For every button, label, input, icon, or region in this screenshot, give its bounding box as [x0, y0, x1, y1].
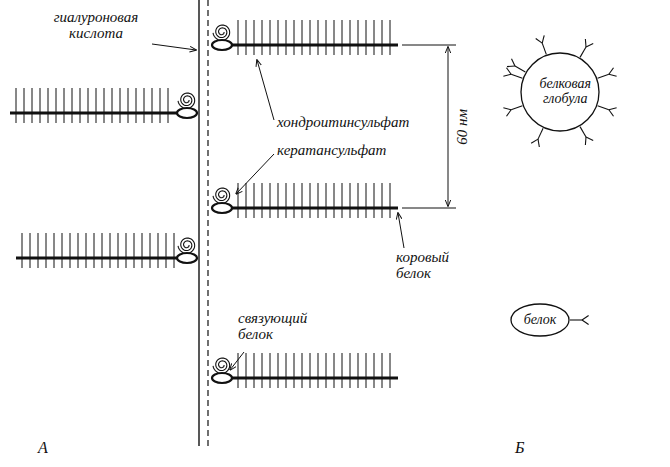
part-label: кератансульфат: [277, 143, 386, 159]
core-proteins: [10, 20, 398, 388]
core-protein: [10, 88, 197, 123]
part-label: коровый белок: [396, 250, 462, 282]
keratan-coil: [178, 93, 195, 108]
dimension: [402, 45, 456, 208]
keratan-coil: [213, 358, 230, 373]
link-protein: [177, 108, 197, 118]
core-protein: [212, 20, 398, 55]
part-label: связующий белок: [238, 311, 322, 343]
link-protein: [212, 203, 232, 213]
core-protein: [212, 183, 398, 218]
panel-letter: Б: [515, 440, 524, 457]
leader-lines: [152, 44, 404, 370]
node-text: белок: [524, 313, 557, 328]
link-protein: [212, 40, 232, 50]
core-protein: [212, 353, 398, 388]
dimension-label: 60 нм: [455, 109, 471, 145]
core-protein: [16, 233, 197, 268]
keratan-coil: [213, 25, 230, 40]
protein-globule: белковая глобула: [520, 52, 600, 132]
link-protein: [212, 373, 232, 383]
hyaluronic-strand: [198, 0, 199, 446]
hyaluronic-label: гиалуроновая кислота: [40, 10, 152, 42]
protein-ellipse: белок: [510, 303, 570, 337]
part-label: хондроитинсульфат: [277, 115, 409, 131]
panel-letter: А: [38, 440, 48, 457]
oligosaccharide-stubs: [503, 35, 616, 324]
link-protein: [177, 253, 197, 263]
hyaluronic-strand: [207, 0, 208, 446]
keratan-coil: [213, 188, 230, 203]
keratan-coil: [178, 238, 195, 253]
node-text: белковая глобула: [534, 77, 596, 106]
